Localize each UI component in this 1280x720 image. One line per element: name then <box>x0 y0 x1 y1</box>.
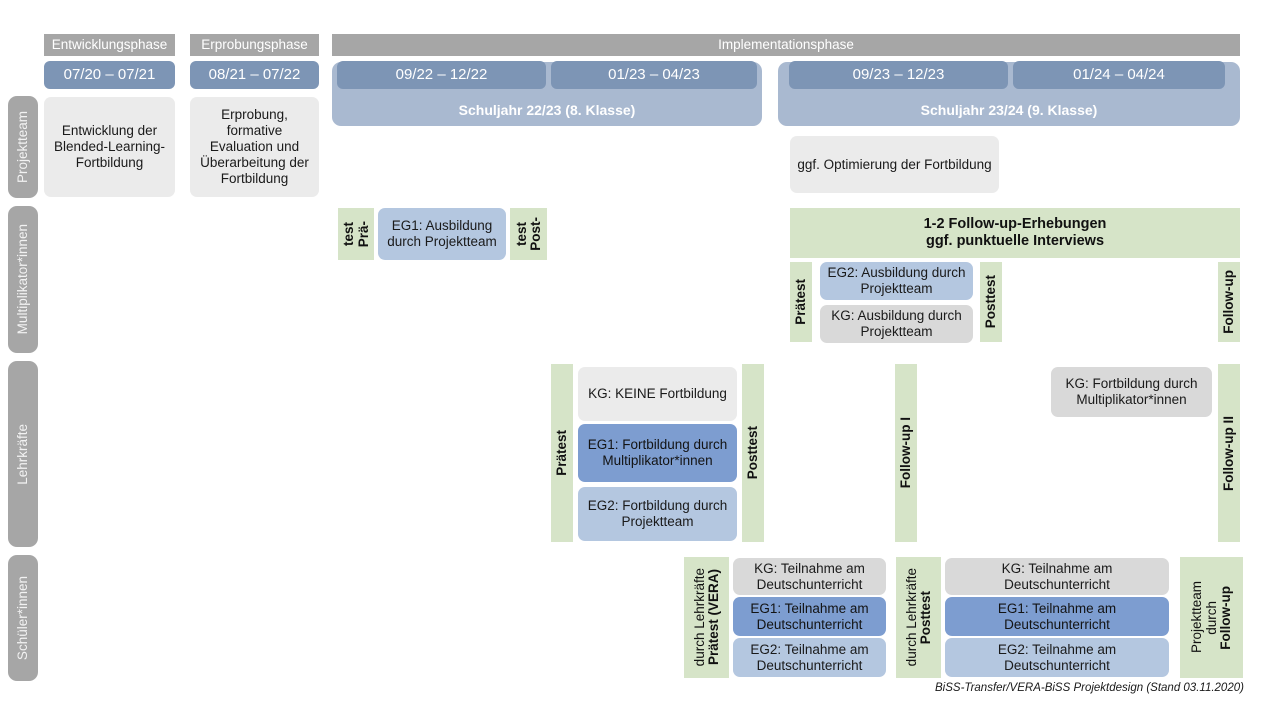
followup-label: Follow-up I <box>898 417 914 489</box>
multiplikatoren-followup-column: Follow-up <box>1218 262 1240 342</box>
date-pill-0821-0722: 08/21 – 07/22 <box>190 61 319 89</box>
footer-caption: BiSS-Transfer/VERA-BiSS Projektdesign (S… <box>935 682 1244 694</box>
schueler-kg-box-1: KG: Teilnahme am Deutschunterricht <box>733 558 886 595</box>
posttest-label-line1: Post- <box>528 217 543 251</box>
posttest-label: Posttest <box>983 275 999 329</box>
lehrkraefte-eg2-box: EG2: Fortbildung durch Projektteam <box>578 487 737 541</box>
sidebar-item-schuelerinnen[interactable]: Schüler*innen <box>8 555 38 681</box>
praetest-label: Prätest <box>793 279 809 325</box>
praetest-label-line1: Prä- <box>355 220 371 248</box>
followup-sublabel-2: Projektteam <box>1189 581 1205 654</box>
date-pill-0923-1223: 09/23 – 12/23 <box>789 61 1008 89</box>
posttest-label-line2: test <box>513 221 529 246</box>
date-pill-label: 01/24 – 04/24 <box>1073 66 1165 84</box>
date-pill-0922-1222: 09/22 – 12/22 <box>337 61 546 89</box>
schueler-eg2-box-1: EG2: Teilnahme am Deutschunterricht <box>733 638 886 677</box>
posttest-label: Posttest <box>745 426 761 480</box>
box-label: KG: Fortbildung durch Multiplikator*inne… <box>1065 376 1198 407</box>
multiplikatoren-praetest-column: Prä- test <box>338 208 374 260</box>
projektteam-optimierung-box: ggf. Optimierung der Fortbildung <box>790 136 999 193</box>
phase-bar-erprobungsphase: Erprobungsphase <box>190 34 319 56</box>
followup-banner-line2: ggf. punktuelle Interviews <box>925 233 1105 249</box>
box-label: EG1: Ausbildung durch Projektteam <box>387 218 497 249</box>
projektteam-erprobung-box: Erprobung, formative Evaluation und Über… <box>190 97 319 197</box>
phase-bar-implementationsphase: Implementationsphase <box>332 34 1240 56</box>
date-pill-0123-0423: 01/23 – 04/23 <box>551 61 757 89</box>
box-label: EG2: Ausbildung durch Projektteam <box>827 265 966 296</box>
box-label: Erprobung, formative Evaluation und Über… <box>200 107 309 186</box>
sidebar-item-multiplikatorinnen[interactable]: Multiplikator*innen <box>8 206 38 353</box>
praetest-label: Prätest (VERA) <box>706 569 721 666</box>
posttest-label: Posttest <box>918 590 933 645</box>
schueler-followup-column: Follow-up durch Projektteam <box>1180 557 1243 678</box>
lehrkraefte-followup-2-column: Follow-up II <box>1218 364 1240 542</box>
box-label: EG2: Fortbildung durch Projektteam <box>587 498 728 529</box>
projektteam-entwicklung-box: Entwicklung der Blended-Learning-Fortbil… <box>44 97 175 197</box>
sidebar-item-label: Multiplikator*innen <box>15 224 31 335</box>
lehrkraefte-kg-keine-box: KG: KEINE Fortbildung <box>578 367 737 421</box>
box-label: EG1: Teilnahme am Deutschunterricht <box>997 600 1117 632</box>
year-band-label: Schuljahr 22/23 (8. Klasse) <box>458 102 636 119</box>
year-band-label: Schuljahr 23/24 (9. Klasse) <box>920 102 1098 119</box>
box-label: EG1: Teilnahme am Deutschunterricht <box>750 600 869 632</box>
date-pill-label: 07/20 – 07/21 <box>63 66 156 84</box>
box-label: ggf. Optimierung der Fortbildung <box>797 156 992 172</box>
schueler-posttest-column: Posttest durch Lehrkräfte <box>896 557 941 678</box>
date-pill-label: 09/23 – 12/23 <box>852 66 945 84</box>
followup-label: Follow-up <box>1218 585 1234 650</box>
praetest-label: Prätest <box>554 430 570 476</box>
phase-bar-label: Erprobungsphase <box>201 37 308 53</box>
box-label: Entwicklung der Blended-Learning-Fortbil… <box>53 123 166 170</box>
schueler-eg1-box-2: EG1: Teilnahme am Deutschunterricht <box>945 597 1169 636</box>
sidebar-item-projektteam[interactable]: Projektteam <box>8 96 38 198</box>
box-label: KG: Teilnahme am Deutschunterricht <box>754 560 865 592</box>
praetest-sublabel: durch Lehrkräfte <box>691 568 707 667</box>
praetest-label-line2: test <box>341 221 356 246</box>
multiplikatoren-eg1-box: EG1: Ausbildung durch Projektteam <box>378 208 506 260</box>
schueler-praetest-column: Prätest (VERA) durch Lehrkräfte <box>684 557 729 678</box>
followup-banner-line1: 1-2 Follow-up-Erhebungen <box>923 215 1107 232</box>
sidebar-item-label: Schüler*innen <box>15 575 31 661</box>
multiplikatoren-posttest-column: Post- test <box>510 208 547 260</box>
phase-bar-entwicklungsphase: Entwicklungsphase <box>44 34 175 56</box>
box-label: KG: Ausbildung durch Projektteam <box>831 308 962 339</box>
sidebar-item-lehrkraefte[interactable]: Lehrkräfte <box>8 361 38 547</box>
date-pill-0720-0721: 07/20 – 07/21 <box>44 61 175 89</box>
date-pill-label: 01/23 – 04/23 <box>608 66 700 84</box>
multiplikatoren-eg2-box: EG2: Ausbildung durch Projektteam <box>820 262 973 300</box>
date-pill-label: 08/21 – 07/22 <box>208 66 301 84</box>
lehrkraefte-praetest-column: Prätest <box>551 364 573 542</box>
multiplikatoren-kg-box: KG: Ausbildung durch Projektteam <box>820 305 973 343</box>
phase-bar-label: Implementationsphase <box>718 37 854 53</box>
lehrkraefte-eg1-box: EG1: Fortbildung durch Multiplikator*inn… <box>578 424 737 482</box>
multiplikatoren-posttest-column-2: Posttest <box>980 262 1002 342</box>
footer-text: BiSS-Transfer/VERA-BiSS Projektdesign (S… <box>935 682 1244 694</box>
box-label: EG2: Teilnahme am Deutschunterricht <box>997 641 1117 673</box>
box-label: KG: KEINE Fortbildung <box>588 386 727 402</box>
box-label: KG: Teilnahme am Deutschunterricht <box>1001 560 1113 592</box>
lehrkraefte-followup-1-column: Follow-up I <box>895 364 917 542</box>
box-label: EG2: Teilnahme am Deutschunterricht <box>750 641 869 673</box>
sidebar-item-label: Lehrkräfte <box>15 423 31 485</box>
lehrkraefte-kg-multi-box: KG: Fortbildung durch Multiplikator*inne… <box>1051 367 1212 417</box>
posttest-sublabel: durch Lehrkräfte <box>903 568 919 667</box>
date-pill-label: 09/22 – 12/22 <box>395 66 488 84</box>
phase-bar-label: Entwicklungsphase <box>51 37 168 53</box>
box-label: EG1: Fortbildung durch Multiplikator*inn… <box>587 437 728 468</box>
multiplikatoren-praetest-column-2: Prätest <box>790 262 812 342</box>
schueler-eg2-box-2: EG2: Teilnahme am Deutschunterricht <box>945 638 1169 677</box>
followup-label: Follow-up II <box>1221 415 1237 491</box>
multiplikatoren-followup-banner: 1-2 Follow-up-Erhebungen ggf. punktuelle… <box>790 208 1240 258</box>
followup-label: Follow-up <box>1221 270 1237 334</box>
followup-sublabel-1: durch <box>1203 600 1219 635</box>
sidebar-item-label: Projektteam <box>15 110 31 184</box>
schueler-kg-box-2: KG: Teilnahme am Deutschunterricht <box>945 558 1169 595</box>
date-pill-0124-0424: 01/24 – 04/24 <box>1013 61 1225 89</box>
lehrkraefte-posttest-column: Posttest <box>742 364 764 542</box>
schueler-eg1-box-1: EG1: Teilnahme am Deutschunterricht <box>733 597 886 636</box>
